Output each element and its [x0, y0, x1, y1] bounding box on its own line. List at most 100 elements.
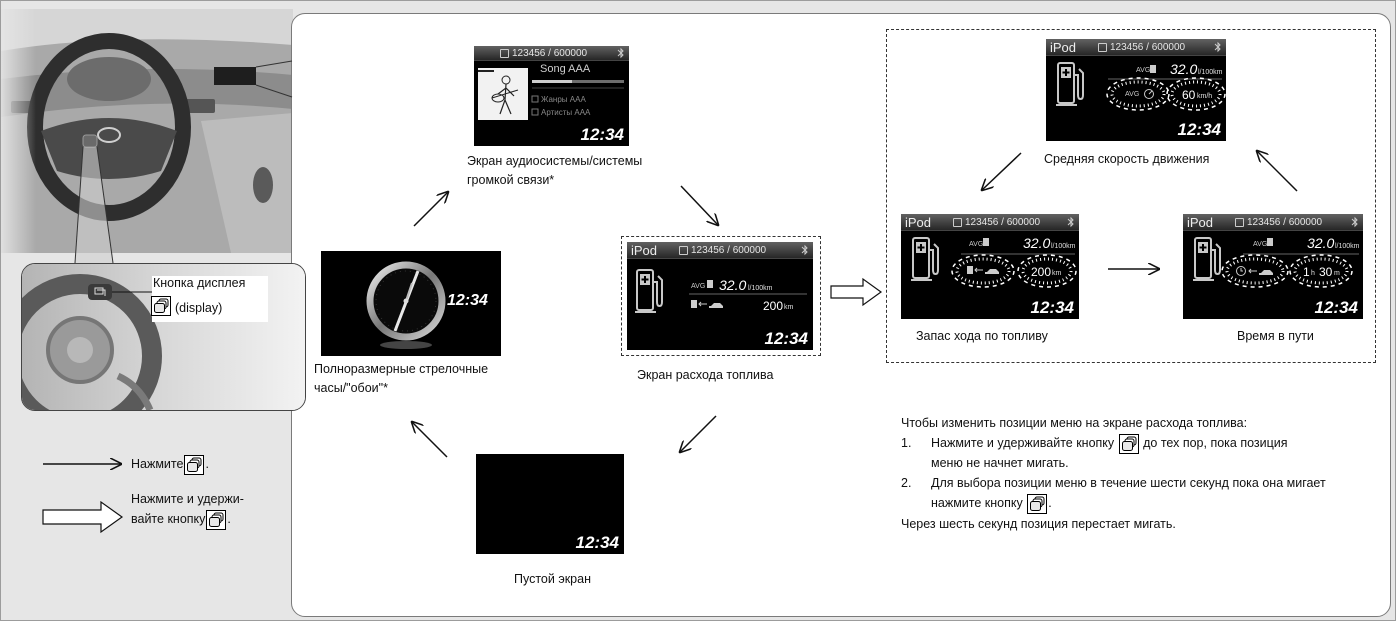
clock-time: 12:34	[575, 533, 619, 552]
blink-highlight	[1293, 257, 1349, 285]
fuel-pump-icon	[1193, 237, 1221, 281]
audio-source-label: iPod	[631, 243, 658, 258]
screen-header-bar: iPod 123456 / 600000	[1046, 39, 1226, 56]
avg-label: AVG	[1136, 67, 1151, 74]
range-icons	[967, 266, 999, 274]
blink-highlight	[1225, 257, 1285, 285]
range-value: 200	[1031, 265, 1052, 279]
clock-icon	[1236, 266, 1246, 276]
range-caption: Запас хода по топливу	[916, 329, 1048, 343]
clock-time: 12:34	[1314, 298, 1358, 317]
avg-label: AVG	[1253, 241, 1268, 248]
fuel-consumption-unit: l/100km	[1051, 243, 1076, 250]
avg-speed-caption: Средняя скорость движения	[1044, 152, 1210, 166]
fuel-screen-graphics	[635, 269, 807, 313]
analog-clock-icon	[366, 261, 446, 349]
fuel-submenu-dashed-frame	[886, 29, 1376, 363]
fuel-screen-caption: Экран расхода топлива	[637, 368, 774, 382]
track-counter: 123456 / 600000	[965, 217, 1041, 228]
screen-header-bar: iPod 123456 / 600000	[1183, 214, 1363, 231]
legend-hold-end: .	[227, 512, 231, 526]
average-speed-screen: iPod 123456 / 600000 AVG 32.0 l/100km AV…	[1046, 39, 1226, 141]
blank-screen-caption: Пустой экран	[514, 572, 591, 586]
arrow-audio-to-fuel	[680, 185, 718, 225]
fuel-economy-screen: iPod 123456 / 600000 AVG 32.0 l/100km 20…	[627, 242, 813, 350]
audio-source-label: iPod	[905, 215, 932, 230]
avg-speed-graphics	[1056, 62, 1226, 111]
song-title: Song AAA	[540, 63, 591, 75]
display-button-icon	[1119, 434, 1139, 454]
track-counter: 123456 / 600000	[1110, 42, 1186, 53]
trip-minutes-value: 30	[1319, 265, 1333, 279]
step-number: 2.	[901, 476, 912, 490]
analog-clock-screen: 12:34	[321, 251, 501, 356]
fuel-consumption-unit: l/100km	[1335, 243, 1360, 250]
avg-speed-unit: km/h	[1197, 93, 1213, 100]
legend-hold-line1: Нажмите и удержи-	[131, 492, 244, 506]
step-number: 1.	[901, 436, 912, 450]
clock-time: 12:34	[1030, 298, 1074, 317]
fuel-pump-icon	[911, 237, 939, 281]
fuel-range-screen: iPod 123456 / 600000 AVG 32.0 l/100km 20…	[901, 214, 1079, 319]
avg-label: AVG	[691, 283, 706, 290]
hold-arrow	[830, 277, 883, 307]
fuel-consumption-value: 32.0	[719, 277, 747, 293]
legend-hold-arrow	[42, 500, 124, 534]
audio-source-label: iPod	[1187, 215, 1214, 230]
clock-time: 12:34	[447, 292, 488, 309]
display-button-label: Кнопка дисплея	[153, 276, 246, 290]
step-1-line-2: меню не начнет мигать.	[931, 456, 1069, 470]
track-counter: 123456 / 600000	[691, 245, 767, 256]
range-unit: km	[1052, 270, 1062, 277]
clock-screen-caption: Полноразмерные стрелочные	[314, 362, 489, 376]
display-button-icon	[206, 510, 226, 530]
arrow-time-to-avg	[1257, 151, 1298, 192]
trip-time-screen: iPod 123456 / 600000 AVG 32.0 l/100km 1 …	[1183, 214, 1363, 319]
clock-screen-caption: часы/"обои"*	[314, 381, 388, 395]
fuel-consumption-unit: l/100km	[748, 285, 773, 292]
avg-speed-value: 60	[1182, 88, 1196, 102]
album-art	[478, 68, 528, 120]
clock-time: 12:34	[764, 329, 808, 348]
display-button-sublabel: (display)	[175, 301, 223, 315]
trip-minutes-unit: m	[1334, 270, 1340, 277]
zoom-line	[74, 146, 84, 264]
fuel-pump-icon	[635, 269, 663, 313]
steering-controls-illustration	[22, 264, 305, 410]
track-counter: 123456 / 600000	[512, 48, 588, 59]
display-connector-line	[255, 60, 293, 68]
arrow-avg-to-range	[982, 152, 1022, 190]
range-screen-graphics	[911, 237, 1077, 288]
fuel-consumption-unit: l/100km	[1198, 69, 1223, 76]
audio-screen: 123456 / 600000 Song AAA Жанры AAA Артис…	[474, 46, 629, 146]
blank-screen: 12:34	[476, 454, 624, 554]
track-icon	[953, 218, 962, 227]
audio-source-label: iPod	[1050, 40, 1077, 55]
range-icons	[691, 300, 723, 308]
legend-press: Нажмите.	[131, 453, 209, 475]
blink-highlight	[955, 257, 1011, 285]
step-2-line-1: Для выбора позиции меню в течение шести …	[931, 476, 1326, 490]
genre-label: Жанры AAA	[541, 95, 586, 104]
trip-hours-unit: h	[1311, 270, 1315, 277]
screen-header-bar: iPod 123456 / 600000	[627, 242, 813, 259]
step-1-text-before: Нажмите и удерживайте кнопку	[931, 436, 1115, 450]
trip-time-caption: Время в пути	[1237, 329, 1314, 343]
instructions-footer: Через шесть секунд позиция перестает миг…	[901, 517, 1176, 531]
audio-screen-graphics	[478, 68, 624, 120]
step-1-line-1: Нажмите и удерживайте кнопку до тех пор,…	[931, 432, 1288, 454]
clock-time: 12:34	[1177, 120, 1221, 139]
display-connector-line	[255, 84, 293, 98]
audio-screen-caption: громкой связи*	[467, 173, 555, 187]
arrow-blank-to-clock	[412, 422, 448, 458]
range-value: 200	[763, 299, 784, 313]
fuel-consumption-value: 32.0	[1023, 235, 1051, 251]
speedometer-icon	[1144, 89, 1154, 99]
legend-hold-line2: вайте кнопку	[131, 512, 206, 526]
avg-speed-label: AVG	[1125, 91, 1140, 98]
fuel-pump-icon	[1056, 62, 1084, 106]
arrow-fuel-to-blank	[680, 415, 717, 452]
avg-label: AVG	[969, 241, 984, 248]
